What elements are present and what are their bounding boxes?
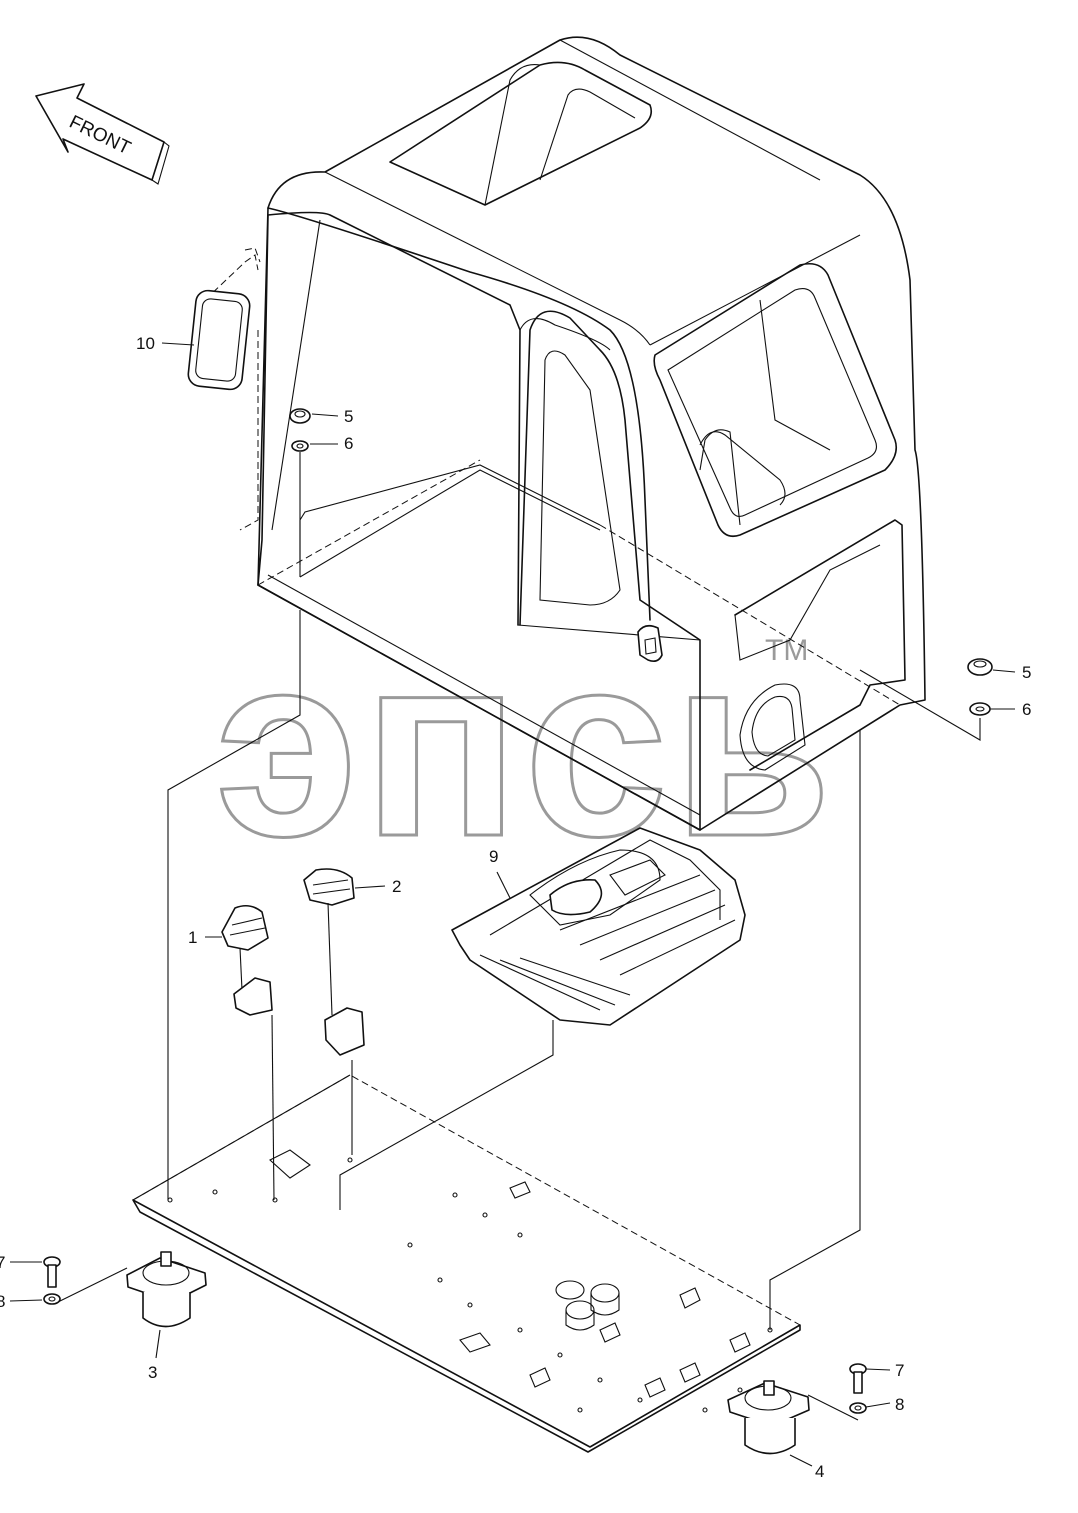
watermark-tm: TM: [765, 634, 808, 667]
washer-left: [43, 1293, 61, 1305]
pedal-2: [303, 868, 365, 1155]
pedal-1: [221, 904, 275, 1201]
floor-plate: [132, 610, 861, 1453]
callout-2: 2: [392, 877, 401, 896]
callout-7-right: 7: [895, 1361, 904, 1380]
callout-10: 10: [136, 334, 155, 353]
callout-4: 4: [815, 1462, 824, 1481]
callout-1: 1: [188, 928, 197, 947]
watermark-text: эпсь: [215, 601, 836, 891]
leader-lines: [9, 342, 1016, 1467]
nut-upper: [289, 408, 311, 424]
bolt-right: [849, 1363, 867, 1394]
nut-right: [967, 658, 993, 676]
rear-view-mirror: [187, 247, 261, 531]
callout-9: 9: [489, 847, 498, 866]
floor-mat: [339, 827, 746, 1210]
washer-right: [849, 1402, 867, 1414]
callout-5-right: 5: [1022, 663, 1031, 682]
callout-8-right: 8: [895, 1395, 904, 1414]
callout-3: 3: [148, 1363, 157, 1382]
callout-6-upper: 6: [344, 434, 353, 453]
callout-5-upper: 5: [344, 407, 353, 426]
callout-6-right: 6: [1022, 700, 1031, 719]
washer-right: [969, 702, 991, 716]
isolator-mount-3: [57, 1251, 207, 1328]
front-arrow: FRONT: [35, 83, 170, 185]
callout-8-left: 8: [0, 1292, 5, 1311]
washer-upper: [291, 440, 309, 452]
isolator-mount-4: [727, 1380, 859, 1455]
callout-7-left: 7: [0, 1253, 5, 1272]
watermark: эпсь TM: [214, 600, 836, 893]
operator-cab: [257, 36, 926, 831]
callout-labels: 10 5 6 5 6 1 2 9 7 8 7 8 3 4: [0, 334, 1031, 1481]
bolt-left: [43, 1256, 61, 1288]
